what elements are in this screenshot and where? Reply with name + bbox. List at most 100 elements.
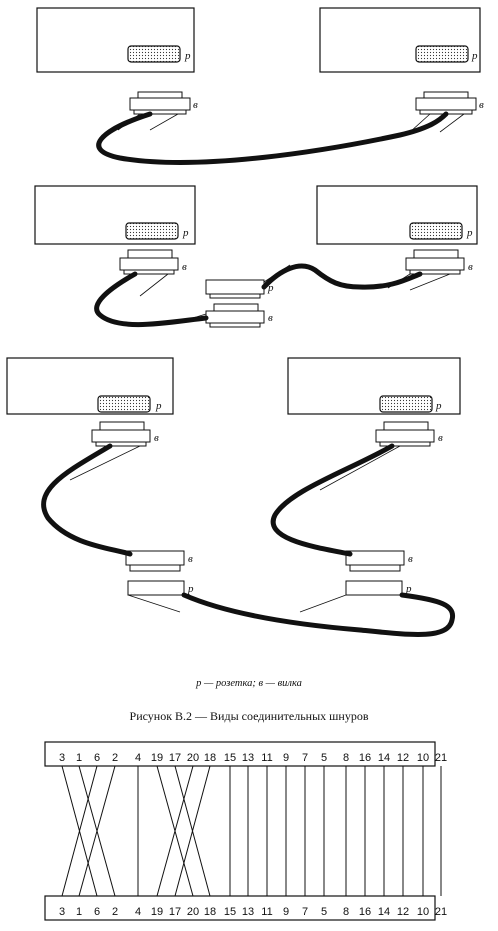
pin-label-top: 1	[76, 752, 82, 764]
pin-label-bottom: 12	[397, 906, 409, 918]
pin-label-top: 6	[94, 752, 100, 764]
pin-label-top: 9	[283, 752, 289, 764]
legend: p — розетка; в — вилка	[196, 678, 302, 689]
cable	[261, 263, 423, 290]
socket-connector	[345, 580, 403, 596]
socket-connector	[97, 395, 151, 413]
pin-label-top: 3	[59, 752, 65, 764]
plug-label: в	[182, 261, 187, 273]
socket-label: p	[184, 50, 191, 62]
pin-label-bottom: 7	[302, 906, 308, 918]
socket-label: p	[471, 50, 478, 62]
pin-label-top: 17	[169, 752, 181, 764]
plug-label: в	[268, 312, 273, 324]
pin-wire	[78, 765, 116, 897]
cable	[181, 592, 456, 637]
cable	[96, 111, 449, 165]
pin-label-top: 2	[112, 752, 118, 764]
connection-type-2: p p в в p в	[34, 185, 478, 328]
pin-label-bottom: 4	[135, 906, 141, 918]
pin-label-top: 11	[261, 752, 272, 764]
pin-label-bottom: 13	[242, 906, 254, 918]
plug-connector	[375, 429, 435, 443]
pin-label-bottom: 9	[283, 906, 289, 918]
socket-connector	[415, 45, 469, 63]
cable	[41, 443, 133, 557]
pin-label-top: 12	[397, 752, 409, 764]
pin-label-top: 10	[417, 752, 429, 764]
plug-label: в	[154, 432, 159, 444]
pin-label-top: 15	[224, 752, 236, 764]
pin-label-bottom: 10	[417, 906, 429, 918]
cable	[94, 271, 209, 328]
pin-label-bottom: 17	[169, 906, 181, 918]
plug-connector	[125, 550, 185, 566]
socket-connector	[127, 580, 185, 596]
socket-connector	[379, 395, 433, 413]
pin-label-bottom: 19	[151, 906, 163, 918]
pin-label-bottom: 1	[76, 906, 82, 918]
plug-label: в	[188, 553, 193, 565]
plug-connector	[345, 550, 405, 566]
socket-connector	[127, 45, 181, 63]
pin-wire	[61, 765, 98, 897]
pin-label-top: 18	[204, 752, 216, 764]
plug-connector	[129, 97, 191, 111]
pin-label-top: 13	[242, 752, 254, 764]
pin-label-bottom: 8	[343, 906, 349, 918]
plug-connector	[415, 97, 477, 111]
plug-connector	[405, 257, 465, 271]
top-connector-frame	[44, 741, 436, 767]
socket-label: p	[405, 583, 412, 595]
pin-label-bottom: 15	[224, 906, 236, 918]
plug-connector	[205, 310, 265, 324]
pin-label-bottom: 11	[261, 906, 272, 918]
figure-caption: Рисунок В.2 — Виды соединительных шнуров	[129, 709, 369, 723]
socket-label: p	[466, 227, 473, 239]
pin-wire	[174, 765, 211, 897]
pin-label-bottom: 2	[112, 906, 118, 918]
pin-label-top: 16	[359, 752, 371, 764]
pin-label-top: 7	[302, 752, 308, 764]
pin-label-bottom: 16	[359, 906, 371, 918]
pin-label-bottom: 3	[59, 906, 65, 918]
cable	[270, 443, 395, 557]
pin-label-bottom: 14	[378, 906, 390, 918]
plug-label: в	[468, 261, 473, 273]
connection-type-1: p p в в	[36, 7, 484, 165]
pin-label-top: 14	[378, 752, 390, 764]
bottom-connector-frame	[44, 895, 436, 921]
socket-label: p	[187, 583, 194, 595]
plug-label: в	[193, 99, 198, 111]
pin-label-top: 21	[435, 752, 447, 764]
plug-label: в	[479, 99, 484, 111]
socket-label: p	[182, 227, 189, 239]
pin-wires	[61, 765, 442, 897]
pin-label-bottom: 6	[94, 906, 100, 918]
pin-label-top: 5	[321, 752, 327, 764]
plug-connector	[91, 429, 151, 443]
socket-connector	[125, 222, 179, 240]
pin-wire	[156, 765, 194, 897]
device-box	[287, 357, 461, 415]
socket-label: p	[435, 400, 442, 412]
plug-connector	[119, 257, 179, 271]
pin-label-top: 19	[151, 752, 163, 764]
socket-label: p	[267, 282, 274, 294]
pin-label-bottom: 18	[204, 906, 216, 918]
pin-label-top: 20	[187, 752, 199, 764]
pin-label-bottom: 21	[435, 906, 447, 918]
pin-label-bottom: 5	[321, 906, 327, 918]
plug-label: в	[408, 553, 413, 565]
pin-label-bottom: 20	[187, 906, 199, 918]
pin-label-top: 8	[343, 752, 349, 764]
socket-connector	[409, 222, 463, 240]
socket-connector	[205, 279, 265, 295]
plug-label: в	[438, 432, 443, 444]
socket-label: p	[155, 400, 162, 412]
connection-type-3: p p в в в в p p	[6, 357, 461, 637]
